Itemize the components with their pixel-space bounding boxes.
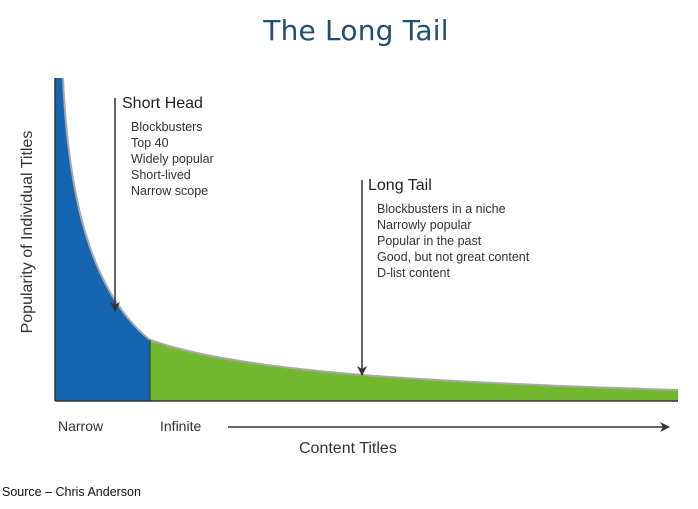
long-tail-area	[150, 340, 678, 401]
source-credit: Source – Chris Anderson	[2, 485, 141, 499]
list-item: D-list content	[377, 266, 450, 280]
list-item: Short-lived	[131, 168, 191, 182]
list-item: Narrowly popular	[377, 218, 472, 232]
y-axis-label-text: Popularity of Individual Titles	[19, 130, 36, 334]
long-tail-list: Blockbusters in a niche Narrowly popular…	[368, 201, 529, 281]
narrow-label: Narrow	[58, 418, 104, 434]
popularity-curve	[62, 77, 679, 391]
list-item: Widely popular	[131, 152, 214, 166]
list-item: Narrow scope	[131, 184, 209, 198]
diagram-title: The Long Tail	[263, 14, 449, 47]
list-item: Popular in the past	[377, 234, 482, 248]
list-item: Good, but not great content	[377, 250, 530, 264]
short-head-area	[55, 78, 150, 401]
list-item: Top 40	[131, 136, 169, 150]
short-head-list: Blockbusters Top 40 Widely popular Short…	[122, 119, 214, 199]
short-head-heading: Short Head	[122, 95, 203, 112]
list-item: Blockbusters	[131, 120, 203, 134]
short-head-annotation: Short Head Blockbusters Top 40 Widely po…	[122, 95, 214, 199]
long-tail-annotation: Long Tail Blockbusters in a niche Narrow…	[368, 177, 529, 281]
x-axis-label: Content Titles	[299, 440, 397, 457]
long-tail-heading: Long Tail	[368, 177, 432, 194]
infinite-label: Infinite	[160, 418, 202, 434]
list-item: Blockbusters in a niche	[377, 202, 506, 216]
